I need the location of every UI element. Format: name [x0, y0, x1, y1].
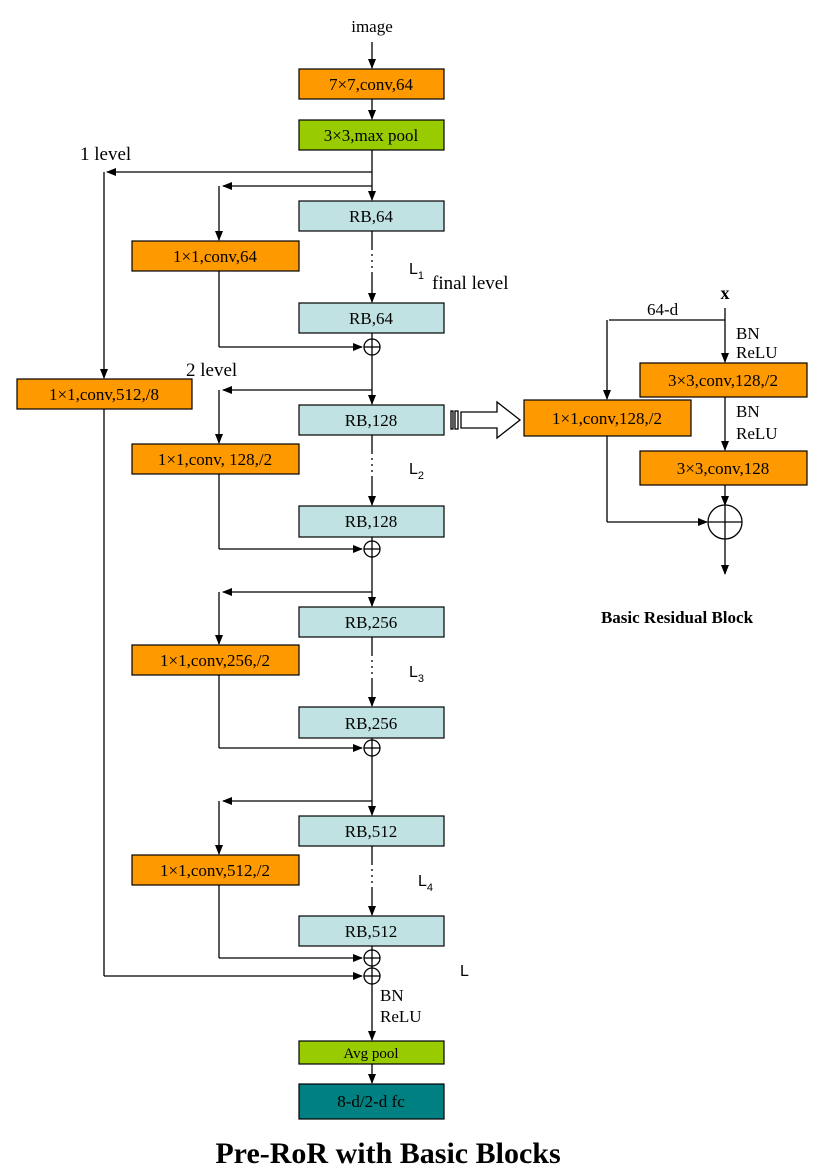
- rb512-label-a: RB,512: [345, 822, 397, 841]
- rb128-label-b: RB,128: [345, 512, 397, 531]
- level1-label: 1 level: [80, 144, 131, 165]
- shortcut-conv64: [131, 240, 300, 272]
- input-label: image: [351, 17, 393, 36]
- add-node-3: [363, 739, 381, 757]
- add-node-root: [363, 967, 381, 985]
- root-shortcut-conv: [16, 378, 193, 410]
- zoom-arrow-icon: [450, 400, 522, 440]
- rb-detail-bn2: BN: [736, 402, 760, 421]
- rb128-block-b: [298, 505, 445, 538]
- l1-label: L1: [409, 261, 424, 282]
- shortcut-conv256-label: 1×1,conv,256,/2: [160, 651, 270, 670]
- bn-label: BN: [380, 986, 404, 1005]
- rb64-label-b: RB,64: [349, 309, 393, 328]
- rb-detail-conv2-label: 3×3,conv,128: [677, 459, 770, 478]
- rb-detail-caption: Basic Residual Block: [601, 608, 754, 627]
- add-node-residual: [707, 504, 743, 540]
- shortcut-conv128: [131, 443, 300, 475]
- level2-label: 2 level: [186, 360, 237, 381]
- rb-detail-conv1: [639, 362, 808, 398]
- rb256-label-a: RB,256: [345, 613, 397, 632]
- l3-label: L3: [409, 664, 424, 685]
- rb64-block-b: [298, 302, 445, 334]
- shortcut-conv128-label: 1×1,conv, 128,/2: [158, 450, 272, 469]
- rb-detail-bn1: BN: [736, 324, 760, 343]
- root-shortcut-label: 1×1,conv,512,/8: [49, 385, 159, 404]
- l4-label: L4: [418, 873, 433, 894]
- l2-label: L2: [409, 461, 424, 482]
- rb-detail-relu1: ReLU: [736, 343, 778, 362]
- shortcut-conv512: [131, 854, 300, 886]
- rb128-block-a: [298, 404, 445, 436]
- rb256-block-b: [298, 706, 445, 739]
- relu-label: ReLU: [380, 1007, 422, 1026]
- shortcut-conv64-label: 1×1,conv,64: [173, 247, 258, 266]
- rb128-label-a: RB,128: [345, 411, 397, 430]
- add-node-4: [363, 949, 381, 967]
- figure-title: Pre-RoR with Basic Blocks: [215, 1137, 560, 1170]
- rb512-label-b: RB,512: [345, 922, 397, 941]
- rb-detail-x-label: x: [721, 283, 730, 303]
- avgpool-block: [298, 1040, 445, 1065]
- conv7-label: 7×7,conv,64: [329, 75, 414, 94]
- rb256-block-a: [298, 606, 445, 638]
- rb-detail-conv2: [639, 450, 808, 486]
- add-node-1: [363, 338, 381, 356]
- add-node-2: [363, 540, 381, 558]
- fc-label: 8-d/2-d fc: [337, 1092, 405, 1111]
- rb256-label-b: RB,256: [345, 714, 397, 733]
- avgpool-label: Avg pool: [343, 1046, 398, 1062]
- rb-detail-relu2: ReLU: [736, 424, 778, 443]
- rb64-block-a: [298, 200, 445, 232]
- maxpool-label: 3×3,max pool: [324, 126, 419, 145]
- shortcut-conv512-label: 1×1,conv,512,/2: [160, 861, 270, 880]
- fc-block: [298, 1083, 445, 1120]
- rb512-block-b: [298, 915, 445, 947]
- rb-detail-shortcut-conv: [523, 399, 692, 437]
- rb-detail-conv1-label: 3×3,conv,128,/2: [668, 371, 778, 390]
- conv7-block: [298, 68, 445, 100]
- rb64-label-a: RB,64: [349, 207, 393, 226]
- rb-detail-dim-label: 64-d: [647, 300, 679, 319]
- rb512-block-a: [298, 815, 445, 847]
- shortcut-conv256: [131, 644, 300, 676]
- final-level-label: final level: [432, 273, 509, 294]
- rb-detail-shortcut-label: 1×1,conv,128,/2: [552, 409, 662, 428]
- l-label: L: [460, 963, 469, 980]
- maxpool-block: [298, 119, 445, 151]
